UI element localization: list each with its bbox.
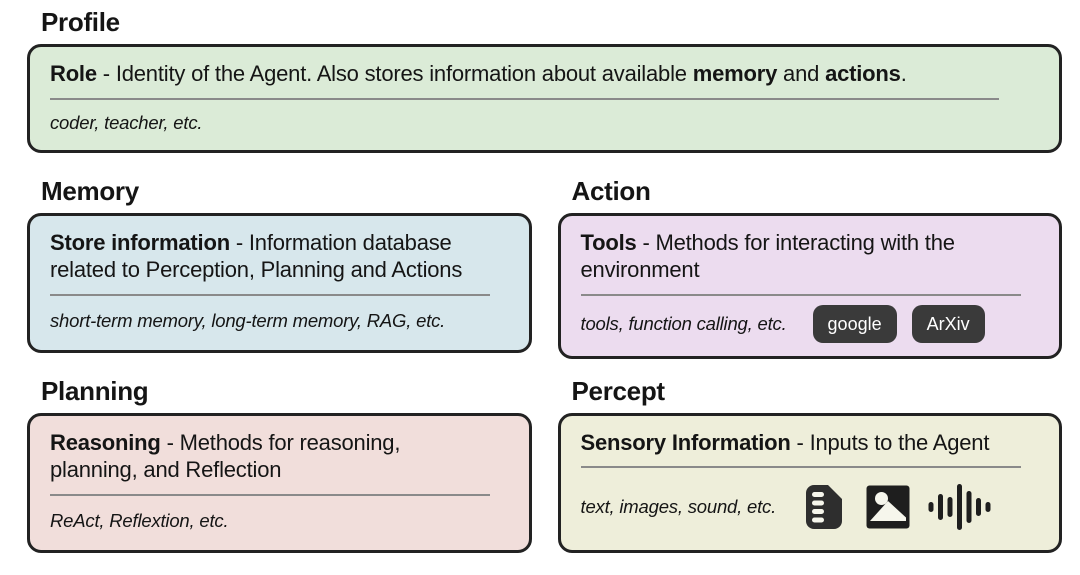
action-examples-row: tools, function calling, etc. google ArX…	[580, 304, 1040, 343]
arxiv-tool-button[interactable]: ArXiv	[911, 304, 985, 343]
percept-desc: - Inputs to the Agent	[790, 429, 990, 455]
planning-desc: - Methods for reasoning, planning, and R…	[50, 429, 401, 483]
action-term: Tools	[580, 229, 637, 255]
divider	[50, 293, 491, 296]
action-card: Tools - Methods for interacting with the…	[557, 212, 1062, 359]
document-icon	[804, 484, 844, 531]
action-desc: - Methods for interacting with the envir…	[580, 229, 955, 283]
percept-heading: Percept	[571, 375, 666, 406]
profile-desc-part: and	[777, 60, 826, 86]
percept-description: Sensory Information - Inputs to the Agen…	[581, 429, 1040, 457]
percept-examples-row: text, images, sound, etc.	[581, 477, 1040, 537]
section-profile: Profile Role - Identity of the Agent. Al…	[27, 7, 1062, 153]
memory-card: Store information - Information database…	[27, 212, 532, 353]
planning-examples: ReAct, Reflextion, etc.	[50, 510, 229, 532]
percept-examples: text, images, sound, etc.	[580, 496, 777, 518]
planning-card: Reasoning - Methods for reasoning, plann…	[27, 412, 532, 554]
planning-term: Reasoning	[50, 429, 161, 455]
section-action: Action Tools - Methods for interacting w…	[557, 175, 1062, 359]
profile-heading: Profile	[41, 7, 120, 37]
action-examples: tools, function calling, etc.	[580, 312, 787, 334]
divider	[50, 97, 1000, 100]
row-planning-percept: Planning Reasoning - Methods for reasoni…	[27, 375, 1062, 554]
google-tool-button[interactable]: google	[812, 304, 897, 343]
memory-desc: - Information database related to Percep…	[50, 229, 463, 283]
memory-examples-row: short-term memory, long-term memory, RAG…	[50, 305, 509, 337]
profile-card: Role - Identity of the Agent. Also store…	[27, 43, 1062, 153]
audio-waveform-icon	[928, 481, 991, 533]
memory-description: Store information - Information database…	[50, 229, 482, 284]
memory-examples: short-term memory, long-term memory, RAG…	[50, 309, 446, 331]
planning-heading: Planning	[41, 375, 149, 406]
action-heading: Action	[571, 175, 651, 206]
image-icon	[866, 485, 910, 529]
row-memory-action: Memory Store information - Information d…	[27, 175, 1062, 359]
section-planning: Planning Reasoning - Methods for reasoni…	[27, 375, 532, 554]
profile-term: Role	[50, 60, 97, 86]
profile-examples-row: coder, teacher, etc.	[50, 109, 1039, 137]
action-description: Tools - Methods for interacting with the…	[581, 229, 1013, 284]
profile-desc-part: - Identity of the Agent. Also stores inf…	[96, 60, 693, 86]
profile-examples: coder, teacher, etc.	[50, 111, 203, 133]
planning-examples-row: ReAct, Reflextion, etc.	[50, 505, 509, 537]
profile-description: Role - Identity of the Agent. Also store…	[50, 60, 1039, 88]
section-percept: Percept Sensory Information - Inputs to …	[557, 375, 1062, 554]
percept-term: Sensory Information	[580, 429, 791, 455]
percept-card: Sensory Information - Inputs to the Agen…	[557, 412, 1062, 554]
memory-heading: Memory	[41, 175, 139, 206]
profile-desc-part: .	[900, 60, 907, 86]
divider	[50, 494, 491, 497]
section-memory: Memory Store information - Information d…	[27, 175, 532, 353]
planning-description: Reasoning - Methods for reasoning, plann…	[50, 429, 482, 484]
memory-term: Store information	[50, 229, 230, 255]
divider	[580, 293, 1021, 296]
profile-bold-actions: actions	[825, 60, 901, 86]
profile-bold-memory: memory	[692, 60, 778, 86]
divider	[580, 466, 1021, 469]
